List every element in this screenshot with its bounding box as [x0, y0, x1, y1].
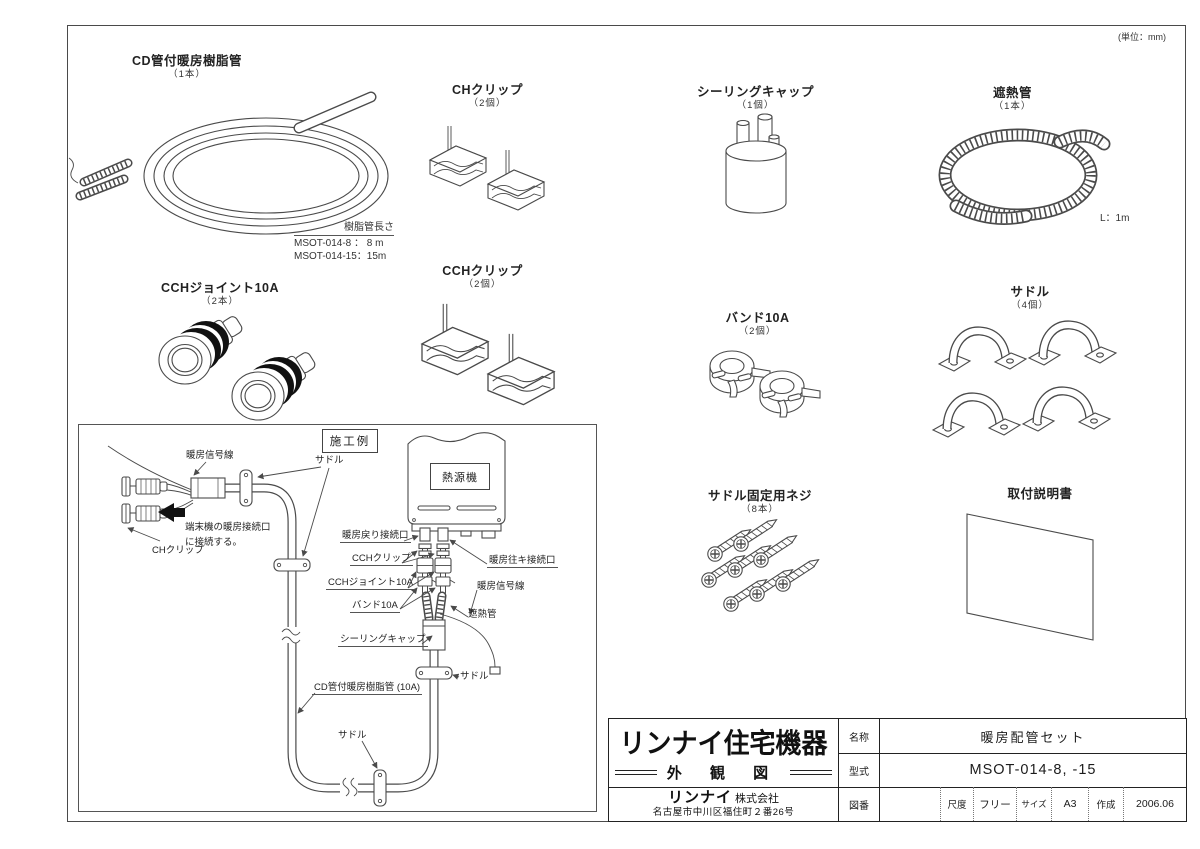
label-sealing-cap: シーリングキャップ	[338, 631, 428, 647]
label-signal-line-top: 暖房信号線	[186, 450, 234, 461]
size-value: A3	[1051, 787, 1088, 821]
part-qty-cch-clip: （2個）	[463, 279, 502, 290]
signal-line-right	[439, 613, 501, 675]
cch-clip-drawing	[421, 303, 555, 406]
title-block-logo-cell: リンナイ住宅機器 外 観 図	[609, 719, 839, 787]
created-value: 2006.06	[1123, 787, 1186, 821]
branch-pipes	[421, 544, 447, 623]
label-saddle-top: サドル	[315, 455, 344, 466]
drawing-no-row: 図番 尺度 フリー サイズ A3 作成 2006.06	[839, 787, 1186, 821]
note-length-title: 樹脂管長さ	[294, 221, 394, 236]
company-address: 名古屋市中川区福住町２番26号	[652, 806, 795, 818]
part-title-sealing-cap: シーリングキャップ	[696, 85, 814, 99]
label-terminal-note-2: に接続する。	[185, 537, 243, 548]
unit-note: (単位：mm)	[1118, 32, 1166, 42]
company-name-suffix: 株式会社	[731, 792, 780, 805]
name-label: 名称	[839, 719, 880, 753]
note-length-15: MSOT-014-15：15m	[294, 251, 387, 262]
corrugated-coil	[938, 128, 1111, 225]
label-saddle-bottom: サドル	[338, 730, 367, 741]
label-return-port: 暖房戻り接続口	[340, 527, 411, 543]
label-signal-line-right: 暖房信号線	[477, 581, 525, 592]
part-qty-screws: （8本）	[741, 504, 779, 515]
part-qty-cd-pipe: （1本）	[168, 69, 206, 80]
part-qty-band: （2個）	[738, 326, 777, 337]
label-terminal-note-1: 端末機の暖房接続口	[185, 522, 271, 533]
saddles-on-pipe	[239, 469, 453, 807]
leader-lines	[127, 461, 488, 769]
logo-subtitle-text: 外 観 図	[666, 765, 781, 782]
part-title-band: バンド10A	[725, 311, 790, 325]
cd-pipe-drawing	[68, 91, 389, 235]
part-title-manual: 取付説明書	[1007, 487, 1073, 501]
part-title-shield-pipe: 遮熱管	[992, 86, 1032, 100]
logo-text: リンナイ住宅機器	[619, 727, 828, 759]
part-qty-cch-joint: （2本）	[201, 296, 239, 307]
cch-joint-drawing	[158, 310, 320, 421]
install-example-title: 施工例	[322, 429, 378, 453]
model-value: MSOT-014-8, -15	[969, 762, 1097, 778]
scale-value: フリー	[973, 787, 1016, 821]
terminal-assembly	[107, 445, 226, 524]
logo-subtitle: 外 観 図	[609, 762, 838, 783]
drawing-no-value	[880, 787, 940, 821]
sealing-cap-drawing	[725, 113, 787, 214]
note-length-8: MSOT-014-8 ： 8 m	[294, 238, 384, 249]
model-label: 型式	[839, 753, 880, 787]
label-saddle-right: サドル	[460, 671, 489, 682]
shield-length-note: L：1m	[1100, 213, 1130, 224]
saddle-drawing	[931, 312, 1116, 444]
sealing-cap-on-pipe	[422, 619, 446, 651]
install-example-box	[78, 424, 597, 812]
band-drawing	[709, 350, 821, 418]
label-supply-port: 暖房往キ接続口	[487, 552, 558, 568]
shield-pipe-drawing	[938, 128, 1111, 225]
part-title-cd-pipe: CD管付暖房樹脂管	[131, 54, 243, 68]
company-name-bold: リンナイ	[667, 788, 732, 806]
rule-right	[790, 770, 833, 775]
name-value: 暖房配管セット	[980, 729, 1086, 745]
ch-clip-drawing	[429, 125, 545, 211]
manual-drawing	[966, 513, 1094, 641]
install-example-diagram	[107, 432, 506, 807]
part-qty-ch-clip: （2個）	[468, 98, 507, 109]
corrugated-tails	[68, 157, 133, 201]
drawing-no-label: 図番	[839, 787, 880, 821]
part-title-cch-clip: CCHクリップ	[442, 264, 523, 278]
label-ch-clip: CHクリップ	[152, 545, 204, 556]
title-block: リンナイ住宅機器 外 観 図 リンナイ 株式会社 名古屋市中川区福住町２番26号…	[608, 718, 1187, 822]
part-title-cch-joint: CCHジョイント10A	[160, 281, 279, 295]
label-cch-clip: CCHクリップ	[350, 550, 413, 566]
name-row: 名称 暖房配管セット	[839, 719, 1186, 754]
part-title-ch-clip: CHクリップ	[451, 83, 524, 97]
part-qty-saddle: （4個）	[1011, 300, 1049, 311]
scale-label: 尺度	[940, 787, 973, 821]
part-title-saddle: サドル	[1010, 285, 1050, 299]
label-band: バンド10A	[350, 597, 400, 613]
model-row: 型式 MSOT-014-8, -15	[839, 753, 1186, 788]
part-qty-sealing-cap: （1個）	[736, 100, 775, 111]
part-qty-shield-pipe: （1本）	[993, 101, 1032, 112]
rule-left	[614, 770, 657, 775]
label-cch-joint: CCHジョイント10A	[326, 574, 415, 590]
heat-source-label: 熱源機	[430, 463, 490, 490]
part-title-screws: サドル固定用ネジ	[707, 489, 812, 503]
created-label: 作成	[1088, 787, 1123, 821]
terminal-direction-arrow	[158, 503, 185, 522]
label-cd-pipe: CD管付暖房樹脂管 (10A)	[312, 679, 423, 695]
company-name: リンナイ 株式会社	[667, 788, 780, 806]
size-label: サイズ	[1016, 787, 1051, 821]
company-cell: リンナイ 株式会社 名古屋市中川区福住町２番26号	[609, 787, 839, 821]
screws-drawing	[701, 515, 822, 612]
label-shield-pipe: 遮熱管	[468, 609, 497, 620]
resin-pipe-length-note: 樹脂管長さ MSOT-014-8 ： 8 m MSOT-014-15：15m	[294, 221, 394, 263]
pipe-break-marks	[281, 627, 358, 797]
